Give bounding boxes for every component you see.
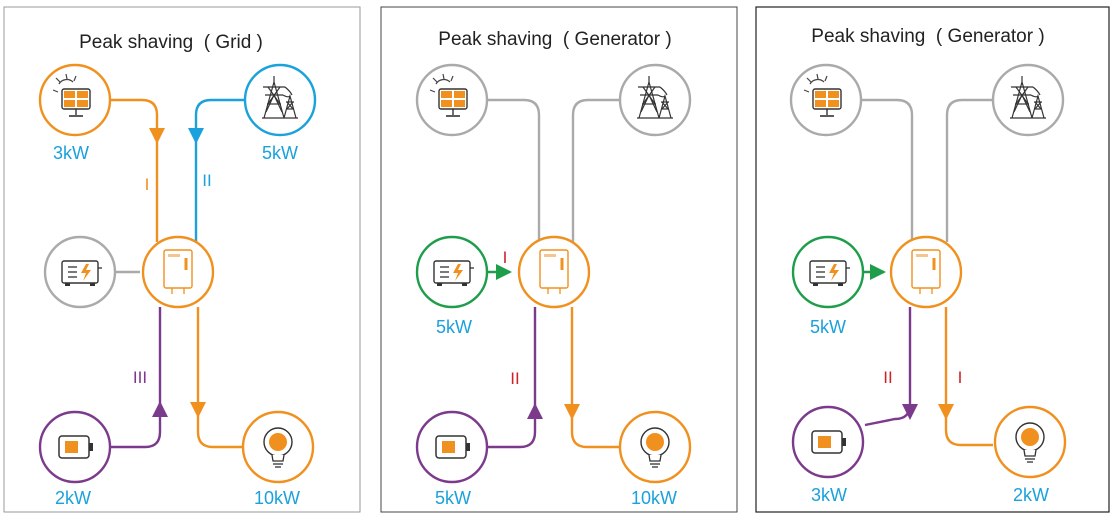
panel-grid-frame (3, 6, 361, 513)
flow-line-load (196, 307, 243, 449)
flow-label-battery: III (133, 368, 147, 387)
battery-icon (58, 435, 94, 459)
flow-line-solar (487, 98, 541, 242)
flow-label-battery: II (510, 369, 519, 388)
battery-icon (811, 430, 847, 454)
battery-icon (435, 435, 471, 459)
flow-line-solar (861, 98, 914, 242)
panel-generator-a-frame (380, 6, 738, 513)
flow-label-solar: I (145, 175, 150, 194)
flow-arrow-generator (496, 264, 512, 280)
inverter-icon (162, 248, 194, 296)
panel-title: Peak shaving ( Generator ) (811, 26, 1044, 47)
load-value: 10kW (254, 488, 300, 508)
flow-line-load (570, 307, 620, 449)
panel-generator-b-frame (755, 6, 1110, 513)
battery-value: 3kW (811, 485, 847, 505)
flow-label-battery: II (883, 368, 892, 387)
flow-line-grid (571, 98, 620, 242)
flow-label-load: I (958, 368, 963, 387)
flow-line-solar (110, 98, 159, 242)
flow-arrow-load (564, 404, 580, 420)
flow-line-battery (110, 307, 162, 449)
panel-generator-a: Peak shaving ( Generator ) I II 5kW 5kW … (415, 29, 692, 508)
flow-arrow-solar (149, 128, 165, 144)
load-value: 2kW (1013, 485, 1049, 505)
flow-arrow-battery (902, 404, 918, 420)
generator-icon (809, 260, 851, 287)
panel-title: Peak shaving ( Generator ) (438, 29, 671, 50)
flow-arrow-battery (527, 403, 543, 419)
flow-line-grid (945, 98, 993, 242)
generator-value: 5kW (810, 317, 846, 337)
flow-line-battery (487, 307, 537, 449)
grid-value: 5kW (262, 143, 298, 163)
flow-line-battery (864, 307, 912, 427)
generator-value: 5kW (436, 317, 472, 337)
panel-grid: Peak shaving ( Grid ) I II III 3kW 5kW 2 (38, 32, 317, 508)
panel-generator-b: Peak shaving ( Generator ) II I 5kW 3kW … (789, 26, 1067, 505)
grid-node (991, 63, 1065, 137)
generator-icon (61, 260, 103, 287)
solar-value: 3kW (53, 143, 89, 163)
inverter-icon (910, 248, 942, 296)
grid-node (243, 63, 317, 137)
inverter-icon (538, 248, 570, 296)
panel-title: Peak shaving ( Grid ) (79, 32, 263, 53)
grid-node (618, 63, 692, 137)
flow-arrow-generator (870, 264, 886, 280)
flow-label-grid: II (202, 171, 211, 190)
flow-line-load (944, 307, 993, 447)
flow-arrow-battery (152, 401, 168, 417)
flow-arrow-load (938, 404, 954, 420)
load-value: 10kW (631, 488, 677, 508)
battery-value: 5kW (435, 488, 471, 508)
flow-arrow-load (190, 402, 206, 418)
flow-line-grid (194, 98, 244, 242)
battery-value: 2kW (55, 488, 91, 508)
generator-icon (433, 260, 475, 287)
flow-arrow-grid (188, 128, 204, 144)
flow-label-generator: I (503, 248, 508, 267)
